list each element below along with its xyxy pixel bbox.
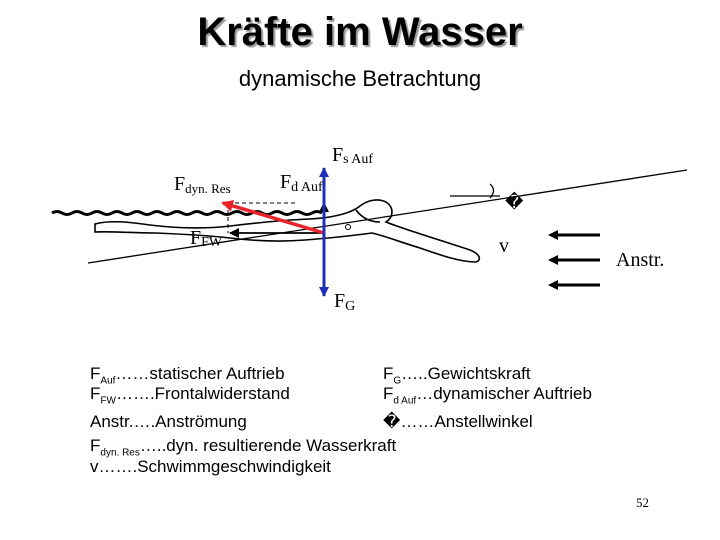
resultant-force-arrow xyxy=(223,203,324,233)
legend-fdynres: Fdyn. Res…..dyn. resultierende Wasserkra… xyxy=(90,436,396,458)
label-angle: � xyxy=(505,191,524,212)
legend-anstr: Anstr.….Anströmung xyxy=(90,412,247,432)
legend-alpha: �……Anstellwinkel xyxy=(383,412,533,432)
page-number: 52 xyxy=(636,495,649,511)
flow-arrows xyxy=(548,230,600,290)
flow-arrow-3-head xyxy=(548,280,558,290)
legend-ffw: FFW…….Frontalwiderstand xyxy=(90,384,290,406)
label-anstroemung: Anstr. xyxy=(616,249,664,271)
water-surface xyxy=(52,212,322,215)
label-velocity: v xyxy=(499,235,509,257)
label-fdyn-res: Fdyn. Res xyxy=(174,173,231,196)
legend-fdauf: Fd Auf…dynamischer Auftrieb xyxy=(383,384,592,406)
label-ffw: FFW xyxy=(190,227,223,250)
flow-arrow-2-head xyxy=(548,255,558,265)
swimmer-eye xyxy=(346,225,351,230)
legend-v: v…….Schwimmgeschwindigkeit xyxy=(90,457,331,477)
label-fg: FG xyxy=(334,290,355,314)
label-fs-auf: Fs Auf xyxy=(332,144,373,167)
label-fd-auf: Fd Auf xyxy=(280,171,323,195)
flow-arrow-1-head xyxy=(548,230,558,240)
